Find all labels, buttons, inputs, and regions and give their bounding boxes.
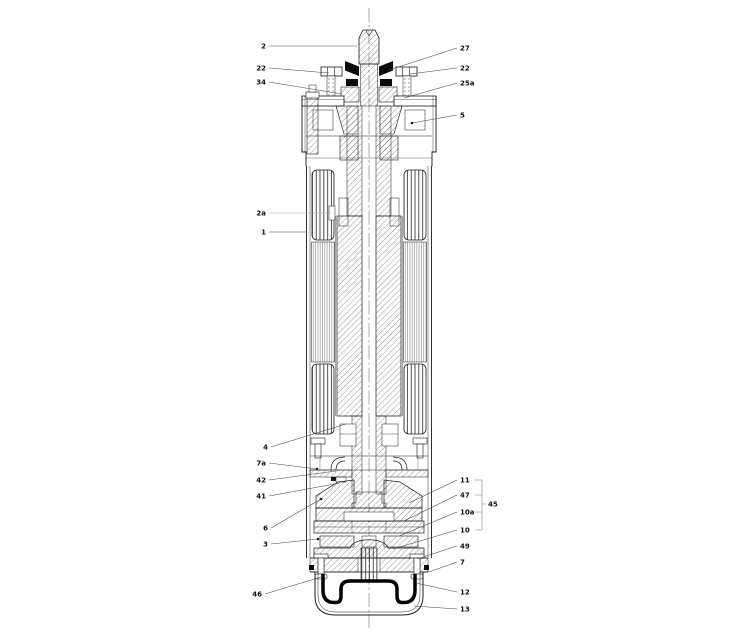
callout-label: 49 xyxy=(460,542,470,550)
motor-casing xyxy=(306,166,432,558)
callout-label: 25a xyxy=(460,79,475,87)
callout-label: 10a xyxy=(460,508,475,516)
leader-line xyxy=(413,605,458,610)
leader-line xyxy=(268,81,343,95)
diaphragm-cover xyxy=(314,572,424,616)
diaphragm-assembly xyxy=(314,572,424,616)
callout-left-41: 41 xyxy=(256,482,341,500)
callout-label: 2 xyxy=(261,42,266,50)
callout-label: 1 xyxy=(261,228,266,236)
callout-right-47: 47 xyxy=(403,491,482,522)
callout-label: 22 xyxy=(460,64,470,72)
callout-right-10: 10 xyxy=(392,526,482,550)
leader-arrow xyxy=(316,537,320,541)
callout-left-6: 6 xyxy=(263,497,323,532)
callout-label: 7 xyxy=(460,558,465,566)
leader-arrow xyxy=(315,467,319,471)
leader-line xyxy=(409,67,458,75)
callout-right-25a: 25a xyxy=(403,79,475,99)
callout-left-22: 22 xyxy=(256,64,330,74)
callout-right-11: 11 xyxy=(408,476,482,504)
callout-label: 22 xyxy=(256,64,266,72)
callout-label: 45 xyxy=(488,500,498,508)
seal-bolts xyxy=(320,66,418,107)
rotor xyxy=(335,215,403,417)
callout-label: 10 xyxy=(460,526,470,534)
callout-label: 47 xyxy=(460,491,470,499)
callout-right-7: 7 xyxy=(428,558,465,573)
leader-line xyxy=(403,82,458,99)
callout-label: 13 xyxy=(460,605,470,613)
leader-line xyxy=(415,582,458,593)
callout-label: 5 xyxy=(460,111,465,119)
shaft-mid xyxy=(338,105,400,227)
callout-left-2: 2 xyxy=(261,42,357,50)
callout-right-49: 49 xyxy=(416,542,470,560)
leader-line xyxy=(268,462,318,470)
leader-line xyxy=(268,470,337,481)
leader-line xyxy=(398,511,458,537)
callout-label: 7a xyxy=(256,459,266,467)
leader-line xyxy=(403,494,458,522)
callout-label: 46 xyxy=(252,590,262,598)
callout-label: 3 xyxy=(263,540,268,548)
leader-arrow xyxy=(410,121,414,125)
callout-label: 42 xyxy=(256,476,266,484)
diaphragm-membrane xyxy=(321,574,417,605)
callout-right-27: 27 xyxy=(388,44,470,71)
shaft-top xyxy=(358,29,380,107)
mechanical-seal xyxy=(340,79,398,103)
leader-line xyxy=(270,423,347,448)
callout-group-45: 45 xyxy=(481,480,498,530)
leader-line xyxy=(392,529,458,550)
callout-right-5: 5 xyxy=(410,111,465,125)
callout-right-13: 13 xyxy=(413,605,470,613)
leader-line xyxy=(411,114,458,124)
leader-line xyxy=(270,498,322,529)
callout-left-42: 42 xyxy=(256,470,337,484)
stator xyxy=(311,169,427,435)
callout-left-34: 34 xyxy=(256,78,343,95)
callout-label: 4 xyxy=(263,443,268,451)
leader-line xyxy=(268,482,341,497)
callout-left-3: 3 xyxy=(263,537,320,548)
callout-left-2a: 2a xyxy=(256,209,331,217)
leader-line xyxy=(270,538,319,545)
leader-line xyxy=(416,545,458,560)
sand-slinger xyxy=(345,61,393,76)
callout-right-12: 12 xyxy=(415,582,470,596)
callout-label: 41 xyxy=(256,492,266,500)
callout-label: 6 xyxy=(263,524,268,532)
callout-label: 12 xyxy=(460,588,470,596)
leader-line xyxy=(428,561,458,573)
leader-line xyxy=(268,67,330,74)
callout-right-22: 22 xyxy=(409,64,470,75)
leader-line xyxy=(264,576,322,595)
leader-line xyxy=(408,479,458,504)
leader-arrow xyxy=(319,497,323,501)
callout-left-7a: 7a xyxy=(256,459,319,471)
callout-left-1: 1 xyxy=(261,228,307,236)
callout-layer: 222342a147a42416346272225a5114710a104971… xyxy=(252,42,498,613)
callout-left-4: 4 xyxy=(263,423,347,451)
lower-bearing-bracket xyxy=(309,423,429,483)
callout-label: 34 xyxy=(256,78,266,86)
leader-line xyxy=(388,47,458,71)
callout-label: 11 xyxy=(460,476,470,484)
callout-label: 27 xyxy=(460,44,470,52)
callout-left-46: 46 xyxy=(252,576,322,598)
callout-label: 2a xyxy=(256,209,266,217)
callout-right-10a: 10a xyxy=(398,508,482,537)
